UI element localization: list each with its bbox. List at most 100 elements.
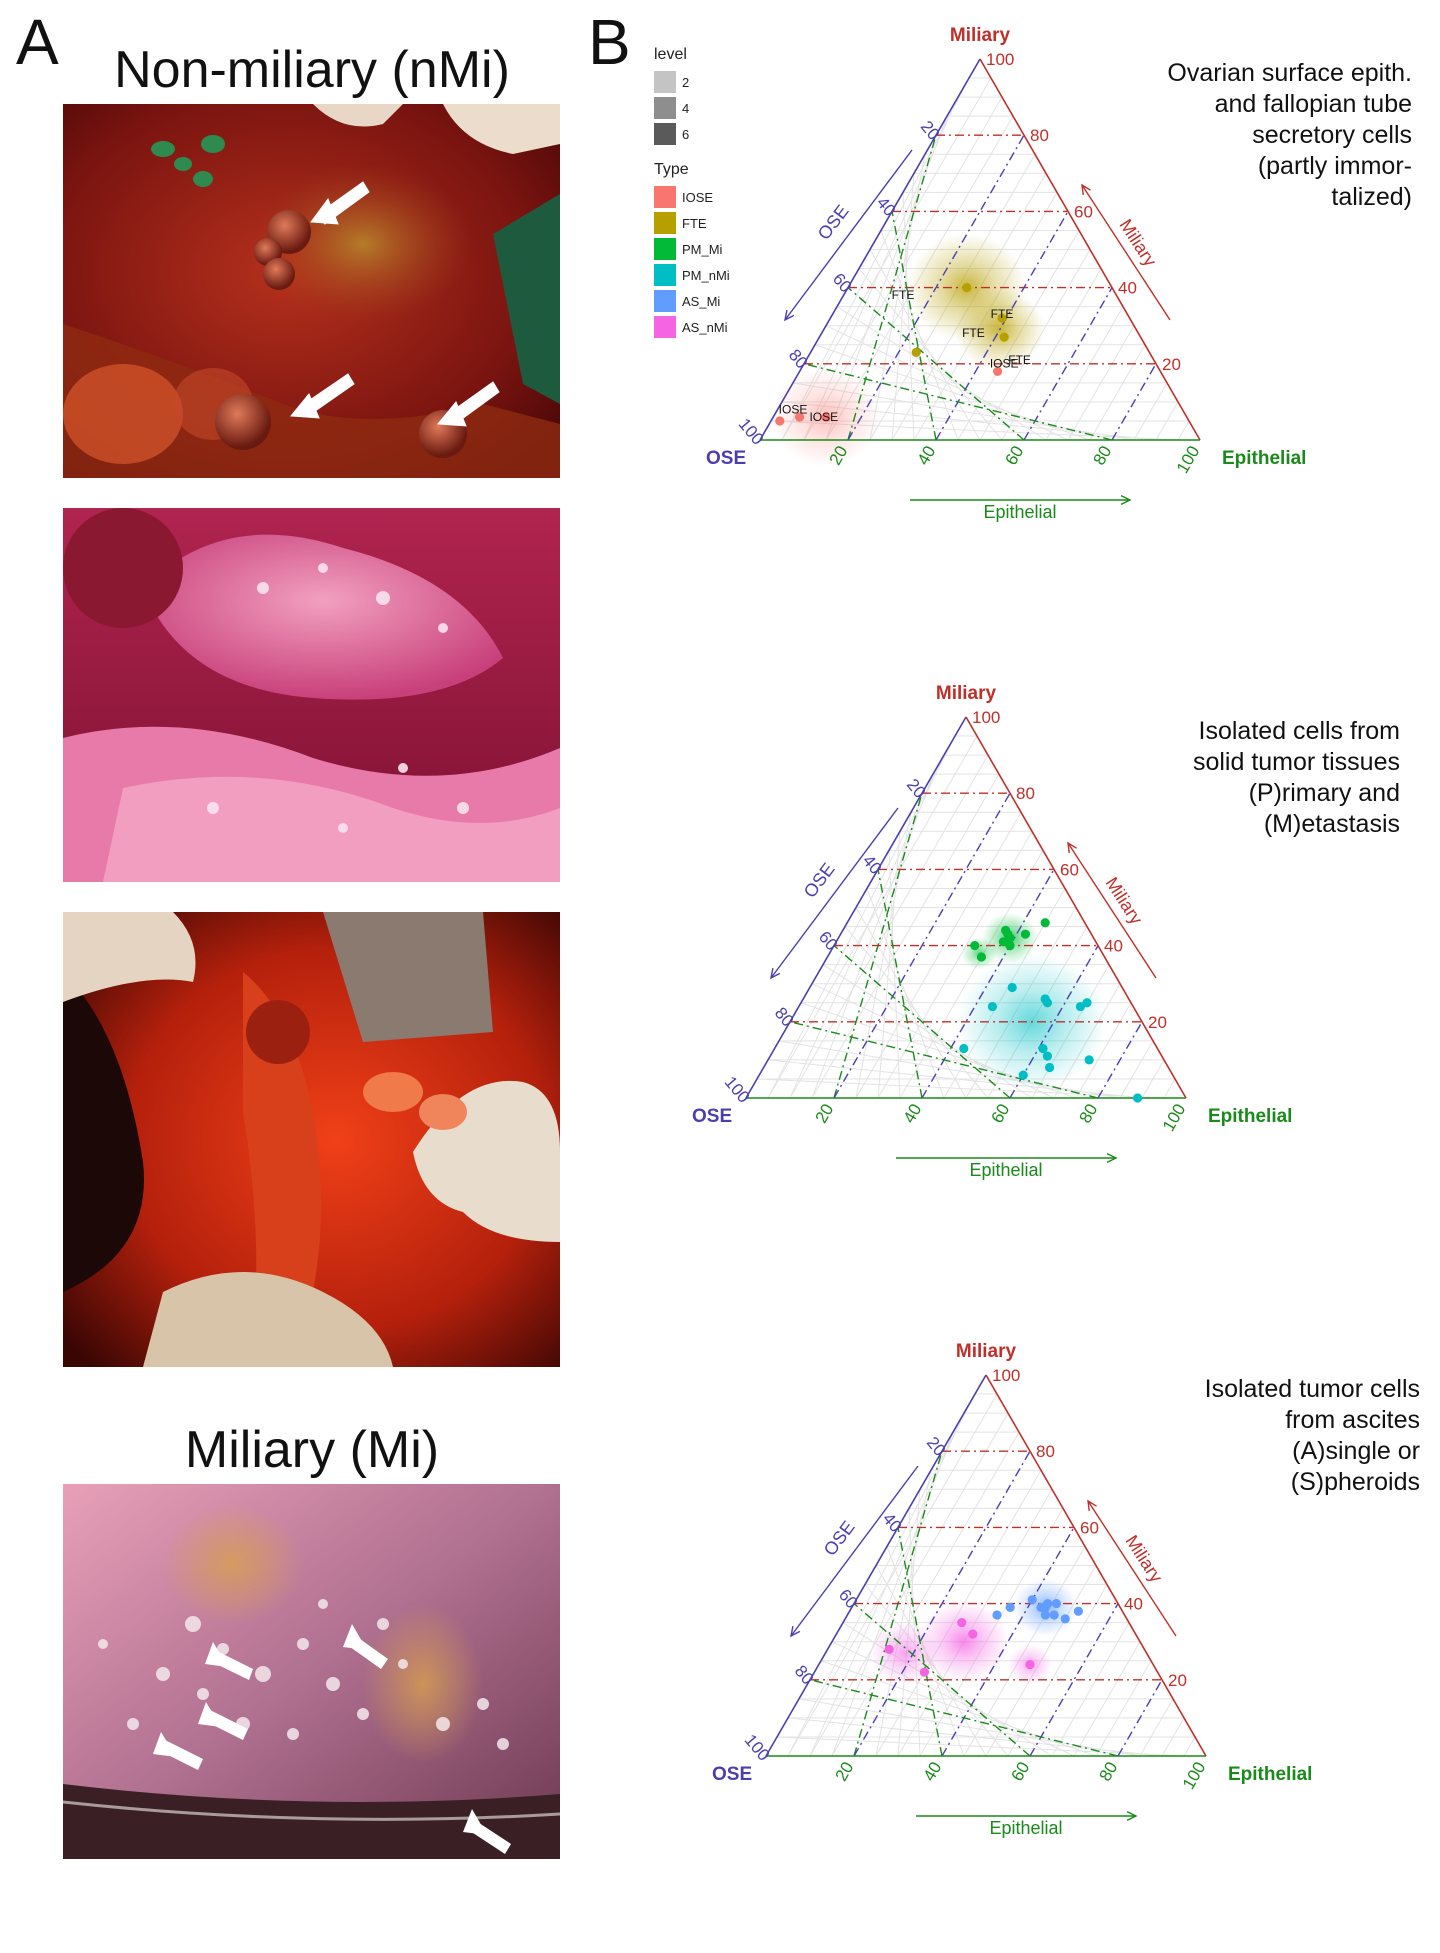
point-as_mi [1005, 1602, 1015, 1613]
epithelial-gridline [853, 1603, 1031, 1757]
ose-tick-label: 100 [721, 1073, 754, 1107]
point-pm_nmi [1042, 1051, 1052, 1061]
point-as_nmi [968, 1629, 978, 1639]
legend-level-4: 4 [654, 95, 730, 121]
photo-nonmiliary-bowel [63, 508, 560, 882]
legend-type-as_nmi: AS_nMi [654, 314, 730, 340]
density-as_nmi [869, 1621, 940, 1685]
epithelial-gridline [789, 1021, 1099, 1099]
corner-label-epithelial: Epithelial [1208, 1106, 1292, 1127]
point-as_nmi [957, 1618, 967, 1628]
epithelial-gridline [877, 869, 923, 1099]
ose-tick-label: 100 [735, 415, 768, 449]
legend-level-2: 2 [654, 69, 730, 95]
ose-gridline [847, 134, 1025, 441]
point-pm_mi [1040, 918, 1050, 928]
legend-type-swatch [654, 186, 676, 208]
ose-gridline [1009, 945, 1099, 1099]
epithelial-axis-title: Epithelial [989, 1818, 1062, 1838]
miliary-tick-label: 40 [1104, 937, 1123, 956]
legend-level-6: 6 [654, 121, 730, 147]
miliary-axis-arrow [1081, 183, 1171, 321]
legend-type-swatch [654, 264, 676, 286]
epithelial-gridline [803, 363, 1113, 441]
legend-type-swatch [654, 316, 676, 338]
point-pm_nmi [1082, 998, 1092, 1008]
legend-type-pm_mi: PM_Mi [654, 236, 730, 262]
epithelial-gridline [809, 1679, 1119, 1757]
point-label: FTE [892, 288, 915, 302]
description-line: secretory cells [1252, 121, 1412, 149]
photo-nonmiliary-peritoneum [63, 104, 560, 478]
description-line: Isolated tumor cells [1204, 1375, 1420, 1403]
major-grid [809, 1450, 1163, 1757]
description-line: talized) [1331, 183, 1412, 211]
ternary-1-description: Ovarian surface epith.and fallopian tube… [1072, 58, 1412, 213]
point-pm_nmi [1084, 1055, 1094, 1065]
ose-axis-arrow [770, 807, 899, 980]
miliary-axis-arrow [1087, 1499, 1177, 1637]
corner-label-ose: OSE [712, 1764, 752, 1785]
epithelial-tick-label: 60 [1008, 1759, 1034, 1785]
point-pm_nmi [1007, 982, 1017, 993]
legend-type-fte: FTE [654, 210, 730, 236]
epithelial-gridline [833, 945, 1011, 1099]
description-line: (S)pheroids [1290, 1468, 1420, 1496]
miliary-tick-label: 100 [992, 1366, 1020, 1385]
points-layer [959, 918, 1143, 1103]
points-layer [775, 283, 1009, 426]
ose-edge [765, 1374, 987, 1757]
point-as_mi [992, 1610, 1002, 1620]
point-pm_mi [1001, 925, 1011, 935]
epithelial-tick-label: 100 [1173, 443, 1204, 477]
point-pm_nmi [1133, 1093, 1143, 1103]
ose-tick-label: 80 [771, 1004, 798, 1031]
point-iose [775, 416, 785, 426]
miliary-tick-label: 40 [1124, 1595, 1143, 1614]
corner-label-epithelial: Epithelial [1228, 1764, 1312, 1785]
point-pm_nmi [1018, 1070, 1028, 1080]
legend-type-label: AS_Mi [682, 293, 721, 309]
point-fte [997, 313, 1007, 323]
epithelial-tick-label: 80 [1076, 1101, 1102, 1127]
point-as_mi [1040, 1602, 1050, 1613]
point-pm_nmi [959, 1043, 969, 1054]
legend-type-label: AS_nMi [682, 319, 728, 335]
epithelial-gridline [847, 287, 1025, 441]
minor-grid [776, 1393, 1196, 1757]
miliary-tick-label: 60 [1080, 1518, 1099, 1537]
epithelial-axis-arrow [896, 1153, 1118, 1163]
point-as_nmi [919, 1667, 929, 1677]
point-as_nmi [884, 1644, 894, 1654]
point-fte [962, 283, 972, 293]
point-label: IOSE [809, 410, 838, 424]
miliary-tick-label: 60 [1060, 860, 1079, 879]
miliary-tick-label: 60 [1074, 202, 1093, 221]
point-pm_nmi [987, 1001, 997, 1012]
miliary-tick-label: 100 [972, 708, 1000, 727]
point-as_mi [1049, 1610, 1059, 1620]
legend-type-iose: IOSE [654, 184, 730, 210]
point-as_mi [1040, 1610, 1050, 1620]
point-iose [821, 412, 831, 422]
legend-type-swatch [654, 238, 676, 260]
epithelial-gridline [891, 211, 937, 441]
point-pm_nmi [1045, 1062, 1055, 1073]
point-fte [999, 332, 1009, 342]
legend-level-swatch [654, 71, 676, 93]
ose-tick-label: 20 [923, 1433, 950, 1460]
point-label: IOSE [990, 357, 1019, 371]
legend-type-pm_nmi: PM_nMi [654, 262, 730, 288]
miliary-tick-label: 80 [1016, 784, 1035, 803]
epithelial-gridline [897, 1527, 943, 1757]
legend-type-label: PM_nMi [682, 267, 730, 283]
corner-label-miliary: Miliary [956, 1341, 1017, 1362]
points-layer [884, 1595, 1083, 1677]
description-line: solid tumor tissues [1192, 748, 1400, 776]
ose-edge [759, 58, 981, 441]
epithelial-tick-label: 60 [988, 1101, 1014, 1127]
miliary-axis-title: Miliary [1115, 215, 1160, 270]
description-line: (A)single or [1292, 1437, 1420, 1465]
panel-letter-a: A [16, 6, 59, 78]
